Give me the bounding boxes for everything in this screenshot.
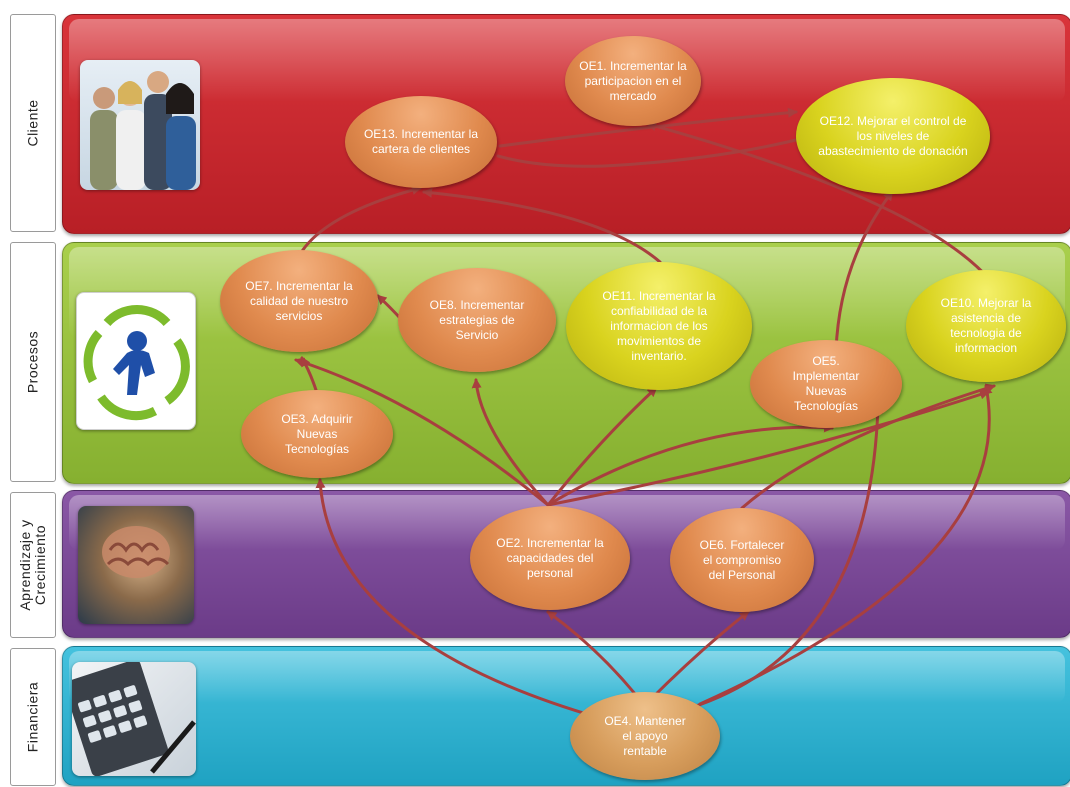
objective-oe10: OE10. Mejorar la asistencia de tecnologi… [906, 270, 1066, 382]
arrow-oe3-oe7 [300, 356, 318, 392]
objective-oe5: OE5. Implementar Nuevas Tecnologías [750, 340, 902, 428]
process-cycle-logo [76, 292, 196, 430]
objective-oe3: OE3. Adquirir Nuevas Tecnologías [241, 390, 393, 478]
arrow-oe4-oe10 [698, 384, 993, 706]
calculator-photo [72, 662, 196, 776]
perspective-label-cliente: Cliente [10, 14, 56, 232]
arrow-oe4-oe2 [546, 610, 642, 702]
arrow-oe2-oe5 [546, 422, 834, 507]
arrow-oe2-oe10 [546, 389, 990, 507]
objective-oe11: OE11. Incrementar la confiabilidad de la… [566, 262, 752, 390]
perspective-label-financiera: Financiera [10, 648, 56, 786]
arrow-oe4-oe3 [315, 478, 602, 720]
arrow-oe11-oe13 [422, 187, 662, 264]
band-financiera [62, 646, 1070, 786]
brain-photo [78, 506, 194, 624]
objective-oe8: OE8. Incrementar estrategias de Servicio [398, 268, 556, 372]
objective-oe7: OE7. Incrementar la calidad de nuestro s… [220, 250, 378, 352]
arrow-oe12-oe13 [496, 134, 814, 168]
arrow-oe2-oe8 [471, 378, 550, 507]
objective-oe12: OE12. Mejorar el control de los niveles … [796, 78, 990, 194]
objective-oe2: OE2. Incrementar la capacidades del pers… [470, 506, 630, 610]
arrow-oe10-oe1 [646, 121, 992, 282]
arrow-oe5-oe12 [834, 190, 894, 352]
people-photo [80, 60, 200, 190]
arrow-oe6-oe10 [740, 383, 996, 510]
perspective-label-aprendizaje: Aprendizaje y Crecimiento [10, 492, 56, 638]
objective-oe6: OE6. Fortalecer el compromiso del Person… [670, 508, 814, 612]
objective-oe13: OE13. Incrementar la cartera de clientes [345, 96, 497, 188]
arrow-oe2-oe11 [546, 386, 658, 507]
arrow-oe13-oe12 [498, 107, 798, 148]
arrow-oe7-oe13 [296, 185, 422, 260]
arrow-oe8-oe7 [376, 294, 402, 320]
arrow-oe4-oe6 [648, 610, 750, 702]
perspective-label-procesos: Procesos [10, 242, 56, 482]
objective-oe4: OE4. Mantener el apoyo rentable [570, 692, 720, 780]
arrow-oe2-oe7 [294, 357, 550, 507]
objective-oe1: OE1. Incrementar la participacion en el … [565, 36, 701, 126]
